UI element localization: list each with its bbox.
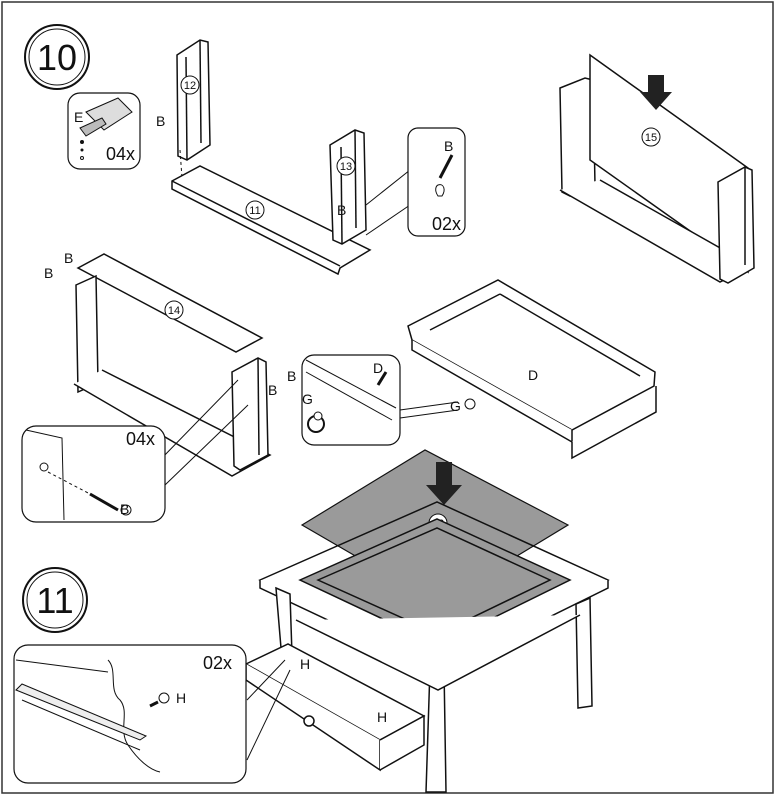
screw-B-label-1: B — [156, 113, 165, 129]
svg-text:15: 15 — [645, 132, 657, 144]
drawer — [407, 279, 657, 460]
step-10-number: 10 — [37, 37, 77, 78]
screw-B-callout-bottom: 04x B — [21, 425, 166, 523]
panel-13 — [329, 129, 367, 245]
panel-15-assembly — [559, 53, 755, 284]
screw-B-label-6: B — [287, 368, 296, 384]
svg-text:11: 11 — [249, 205, 260, 217]
screw-D-label-1: D — [528, 367, 538, 383]
leader-line — [164, 404, 249, 486]
svg-text:14: 14 — [168, 305, 180, 317]
down-arrow-15 — [640, 75, 672, 110]
screw-B-label-7: B — [268, 382, 277, 398]
screw-H-label-1: H — [300, 656, 310, 672]
screw-H-label-3: H — [176, 690, 186, 706]
part-13-marker: 13 — [336, 156, 356, 176]
leader-line — [246, 669, 291, 761]
screw-B-label-8: B — [120, 501, 129, 517]
leader-line — [399, 409, 459, 419]
screw-D-label-2: D — [373, 360, 383, 376]
leader-line — [246, 659, 286, 701]
part-15-marker: 15 — [641, 127, 661, 147]
runner-callout: 02x H — [13, 644, 247, 784]
screw-B-label-3: B — [444, 138, 453, 154]
glue-quantity: 04x — [106, 144, 135, 164]
screw-B-quantity-bottom: 04x — [126, 429, 155, 449]
knob-G-label-2: G — [302, 391, 313, 407]
panel-12 — [176, 39, 211, 161]
screw-B-label-5: B — [44, 265, 53, 281]
part-11-marker: 11 — [245, 200, 265, 220]
table-drawer — [244, 643, 426, 772]
screw-B-callout-top: B 02x — [407, 127, 466, 237]
screw-B-quantity-top: 02x — [432, 214, 461, 234]
leader-line — [365, 169, 411, 206]
screw-B-label-2: B — [337, 202, 346, 218]
step-11-number: 11 — [36, 580, 73, 621]
dash-guide — [179, 149, 183, 179]
part-14-marker: 14 — [164, 300, 184, 320]
screw-H-label-2: H — [377, 709, 387, 725]
knob-G-callout: D G — [301, 354, 401, 446]
screw-H-quantity: 02x — [203, 653, 232, 673]
leader-line — [365, 204, 411, 236]
svg-text:13: 13 — [340, 161, 352, 173]
coffee-table — [258, 501, 610, 793]
knob-G-label-1: G — [450, 398, 461, 414]
svg-text:12: 12 — [184, 80, 196, 92]
screw-B-label-4: B — [64, 250, 73, 266]
glue-callout: E 04x — [67, 92, 141, 170]
step-10-badge: 10 — [24, 24, 90, 90]
panel-11 — [171, 165, 372, 276]
leader-line — [399, 401, 459, 411]
glue-E-label: E — [74, 109, 83, 125]
part-12-marker: 12 — [180, 75, 200, 95]
leader-line — [159, 379, 239, 461]
step-11-badge: 11 — [22, 567, 88, 633]
knob-G — [464, 398, 476, 410]
